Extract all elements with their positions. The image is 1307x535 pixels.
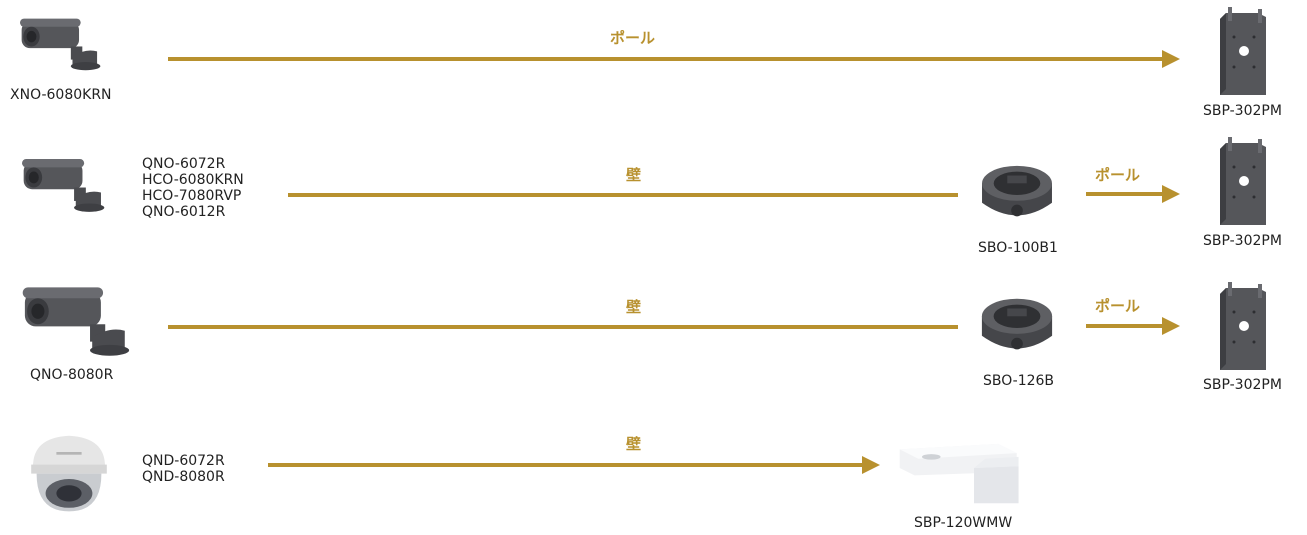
model-item: HCO-7080RVP — [142, 188, 242, 204]
target-model-label: SBP-302PM — [1203, 103, 1282, 119]
camera-model-list: QNO-6072R HCO-6080KRN HCO-7080RVP QNO-60… — [142, 156, 244, 220]
model-item: QND-8080R — [142, 469, 225, 485]
arrow — [1086, 317, 1180, 335]
target-model-label: SBP-302PM — [1203, 233, 1282, 249]
pole-mount-icon — [1220, 137, 1266, 225]
model-item: QNO-6072R — [142, 156, 226, 172]
junction-box-icon — [982, 165, 1052, 217]
camera-model-label: QNO-8080R — [30, 367, 114, 383]
target-model-label: SBP-302PM — [1203, 377, 1282, 393]
camera-model-list: QND-6072R QND-8080R — [142, 453, 225, 485]
arrow — [168, 50, 1180, 68]
connector-label: 壁 — [626, 298, 642, 316]
line — [168, 325, 958, 329]
bullet-camera-icon — [20, 18, 101, 71]
wall-mount-icon — [899, 443, 1019, 504]
bullet-camera-icon — [22, 287, 130, 356]
arrow — [1086, 185, 1180, 203]
connector-label: 壁 — [626, 166, 642, 184]
connector-label: ポール — [1095, 297, 1141, 315]
dome-camera-icon — [31, 435, 107, 512]
target-model-label: SBP-120WMW — [914, 515, 1013, 531]
connector-label: 壁 — [626, 435, 642, 453]
pole-mount-icon — [1220, 282, 1266, 370]
adapter-model-label: SBO-126B — [983, 373, 1055, 389]
pole-mount-icon — [1220, 7, 1266, 95]
arrow — [268, 456, 880, 474]
connector-label: ポール — [610, 29, 656, 47]
model-item: HCO-6080KRN — [142, 172, 244, 188]
model-item: QND-6072R — [142, 453, 225, 469]
bullet-camera-icon — [22, 158, 105, 212]
camera-model-label: XNO-6080KRN — [10, 87, 112, 103]
junction-box-icon — [981, 298, 1053, 350]
connector-label: ポール — [1095, 166, 1141, 184]
adapter-model-label: SBO-100B1 — [978, 240, 1058, 256]
line — [288, 193, 958, 197]
model-item: QNO-6012R — [142, 204, 226, 220]
